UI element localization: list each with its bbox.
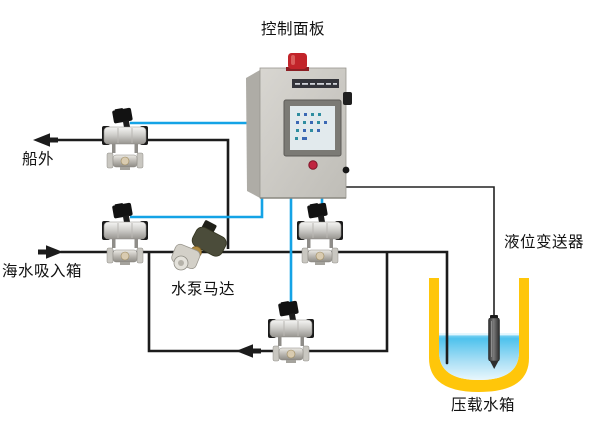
label-pump-motor: 水泵马达 (171, 281, 236, 298)
label-overboard: 船外 (22, 151, 55, 168)
nameplate-text-marks (295, 83, 337, 85)
signal-suction-valve (130, 194, 264, 219)
hmi-screen[interactable] (290, 106, 335, 150)
recirculation-arrow (236, 344, 253, 358)
control-cabinet (246, 53, 352, 199)
sensor-body (488, 317, 500, 362)
recirculation-pipe (147, 252, 389, 353)
pump-motor-unit (171, 220, 227, 271)
suction-pipe (59, 250, 449, 365)
door-latch[interactable] (343, 92, 352, 105)
water-surface (439, 333, 519, 336)
tank-water (439, 333, 519, 380)
motor-junction-box (201, 220, 217, 234)
door-knob[interactable] (342, 166, 350, 174)
sensor-cable (344, 186, 495, 320)
overboard-arrow (33, 133, 50, 147)
level-sensor (488, 315, 500, 369)
label-level-transmitter: 液位变送器 (504, 234, 585, 251)
recirculation-valve[interactable] (267, 299, 315, 364)
label-ballast-tank: 压载水箱 (451, 397, 516, 414)
label-control-panel: 控制面板 (261, 21, 326, 38)
power-button[interactable] (308, 160, 318, 170)
suction-arrow (46, 245, 63, 259)
overboard-valve[interactable] (101, 106, 149, 171)
cabinet-side (246, 70, 260, 198)
sensor-tip (490, 361, 499, 369)
ballast-tank (429, 278, 529, 392)
tank-inlet-valve[interactable] (296, 201, 344, 266)
label-sea-chest: 海水吸入箱 (2, 263, 83, 280)
alarm-beacon (288, 53, 307, 69)
hmi-screen-content (295, 113, 327, 140)
tank-shell (429, 278, 529, 392)
suction-valve[interactable] (101, 201, 149, 266)
nameplate (292, 79, 339, 88)
